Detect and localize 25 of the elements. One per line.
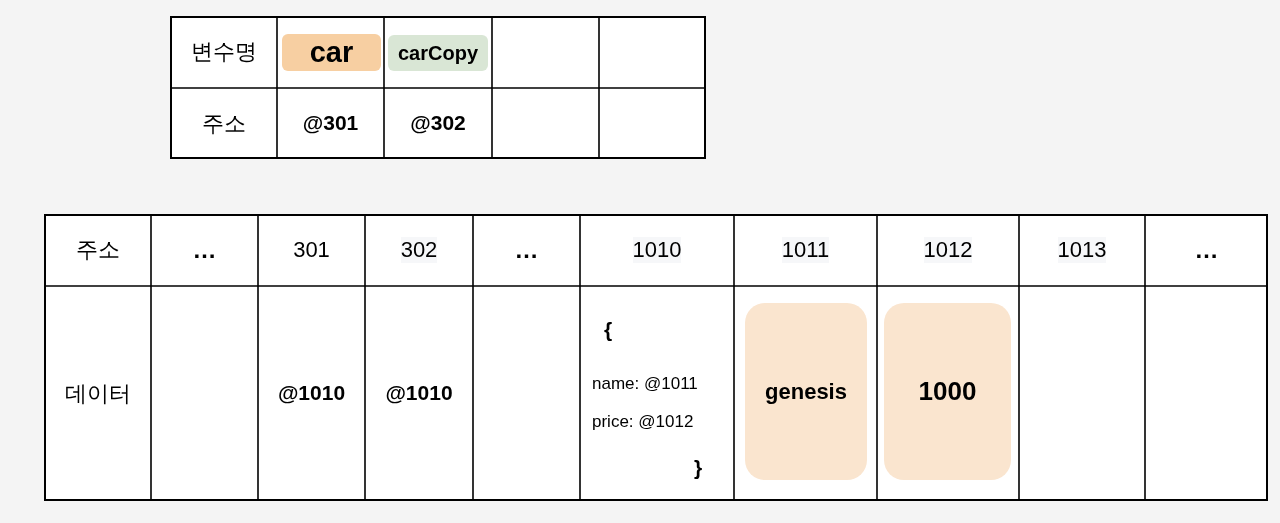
ellipsis: … xyxy=(1194,236,1219,264)
address-number: 301 xyxy=(293,237,330,263)
address-value: @1010 xyxy=(277,381,346,406)
code-brace: { xyxy=(604,317,613,343)
address-number: 302 xyxy=(400,237,438,263)
address-number: 1011 xyxy=(781,237,830,263)
value-block: genesis xyxy=(745,303,867,480)
address-number: 1010 xyxy=(632,237,682,263)
address-number: 1012 xyxy=(923,237,973,263)
address-value: @301 xyxy=(302,111,359,136)
address-value: @1010 xyxy=(385,381,453,406)
code-text: name: @1011 xyxy=(592,374,698,394)
row-header: 주소 xyxy=(201,110,246,137)
ellipsis: … xyxy=(514,236,539,264)
row-header: 변수명 xyxy=(190,39,257,65)
variable-name-tag: carCopy xyxy=(388,35,488,71)
address-value: @302 xyxy=(410,111,466,136)
row-header: 주소 xyxy=(75,237,120,263)
value-block: 1000 xyxy=(884,303,1011,480)
code-text: price: @1012 xyxy=(592,412,694,432)
row-header: 데이터 xyxy=(64,380,131,407)
address-number: 1013 xyxy=(1057,237,1107,263)
code-brace: } xyxy=(694,455,703,481)
ellipsis: … xyxy=(192,236,217,264)
variable-name-tag: car xyxy=(282,34,381,71)
